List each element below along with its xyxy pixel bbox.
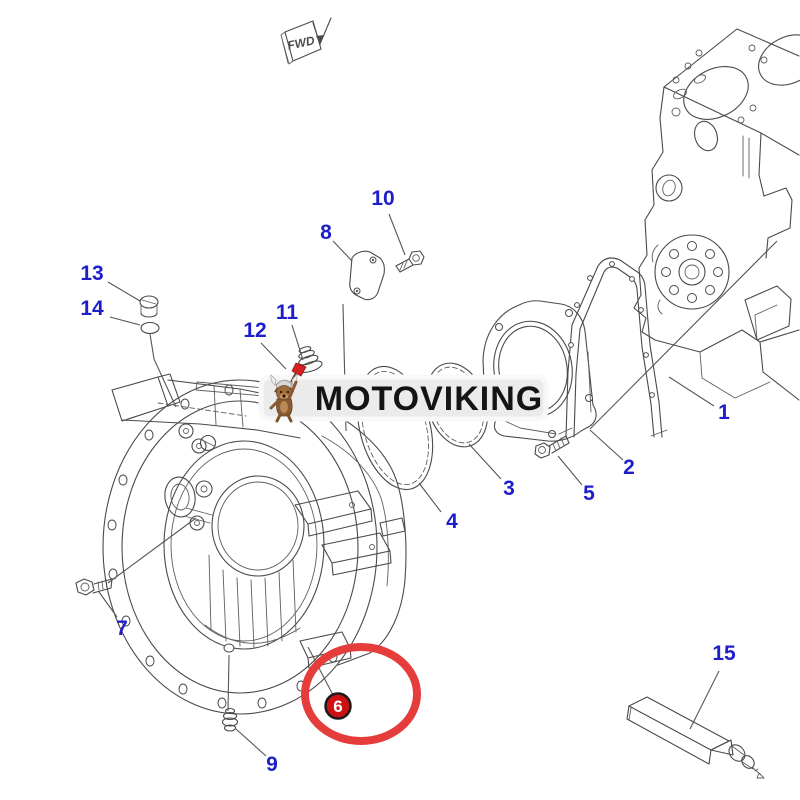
cover-plate-part-8: [349, 250, 385, 301]
part-label-4: 4: [446, 510, 458, 533]
watermark: MOTOVIKING: [258, 362, 549, 423]
plug-part-9: [221, 707, 239, 732]
part-label-13: 13: [80, 262, 103, 285]
engine-block-drawing: [633, 28, 800, 401]
washer-part-14: [140, 321, 160, 335]
fwd-direction-icon: FWD: [280, 17, 332, 65]
part-label-14: 14: [80, 297, 104, 320]
gasket-part-1: [558, 257, 668, 438]
part-6-badge: [324, 692, 352, 720]
watermark-bar: [258, 374, 549, 422]
leader-lines: [98, 213, 778, 757]
plug-part-13: [139, 295, 159, 318]
part-label-12: 12: [243, 319, 266, 342]
bolt-part-10: [395, 250, 425, 273]
highlight-circle: [301, 643, 421, 745]
part-label-11: 11: [276, 301, 299, 324]
part-label-7: 7: [116, 617, 128, 640]
part-number-labels: 1 2 3 4 5 7 8 9 10 11 12 13 14 15: [80, 187, 736, 776]
part-label-9: 9: [266, 753, 278, 776]
flywheel-housing-drawing: [102, 373, 407, 715]
highlight-annotation: 6: [301, 643, 421, 745]
bar-tool-part-15: [626, 696, 765, 779]
part-label-5: 5: [583, 482, 595, 505]
part-label-2: 2: [623, 456, 635, 479]
part-label-10: 10: [371, 187, 394, 210]
part-label-8: 8: [320, 221, 332, 244]
brand-watermark-text: MOTOVIKING: [315, 380, 544, 418]
viking-dog-mascot-icon: [269, 362, 307, 423]
part-label-1: 1: [718, 401, 730, 424]
part-6-badge-number: 6: [333, 697, 342, 716]
fwd-label: FWD: [286, 33, 316, 52]
bolt-part-5: [534, 435, 570, 459]
part-label-15: 15: [712, 642, 736, 665]
part-label-3: 3: [503, 477, 515, 500]
breather-cap-part-11: [298, 346, 323, 373]
